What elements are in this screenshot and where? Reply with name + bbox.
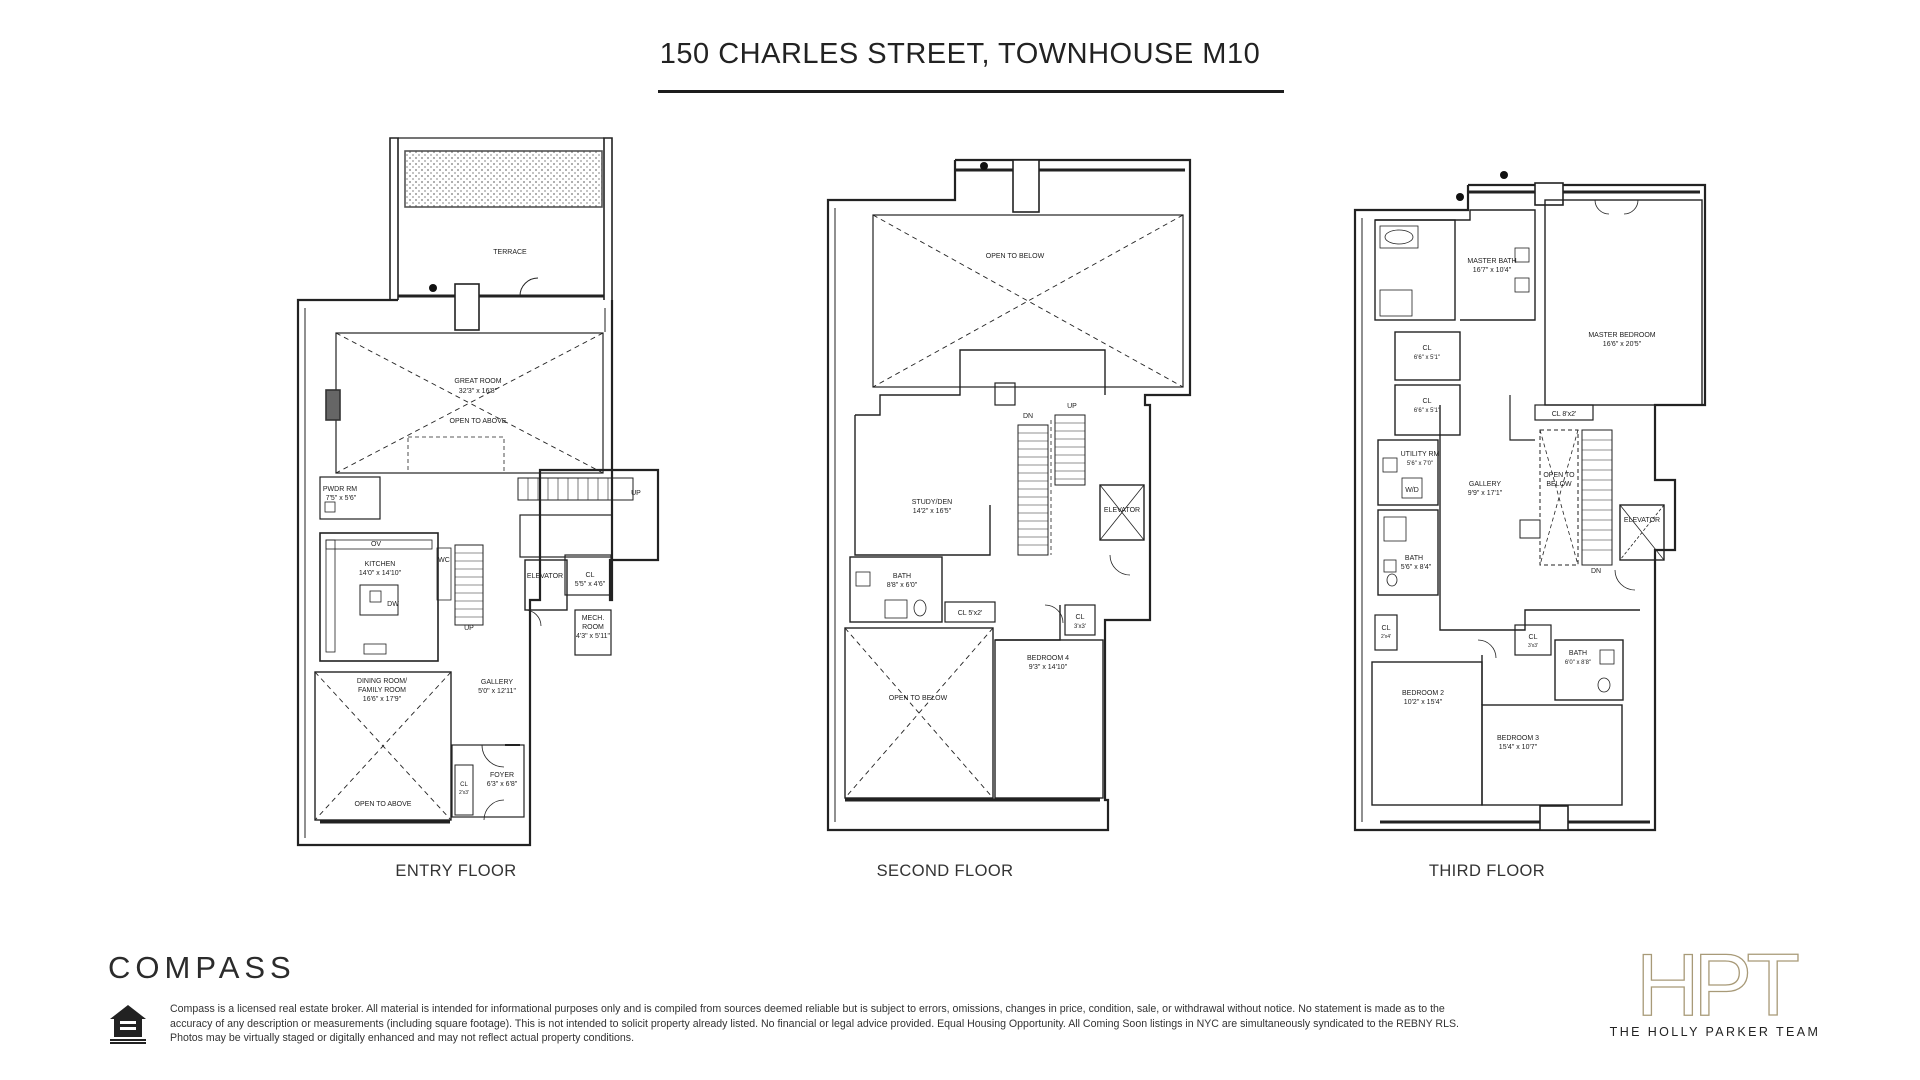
page-title: 150 CHARLES STREET, TOWNHOUSE M10 [659, 38, 1261, 70]
third-cl-a-dim: 6'6" x 5'1" [1414, 355, 1440, 361]
third-bath-dim: 5'6" x 8'4" [1401, 564, 1432, 571]
second-cl-label: CL 5'x2' [958, 610, 983, 617]
third-bedroom3-dim: 15'4" x 10'7" [1499, 744, 1538, 751]
second-bath-dim: 8'8" x 6'0" [887, 582, 918, 589]
third-cl-d-dim: 2'x4' [1381, 634, 1391, 640]
entry-floor-plan [296, 137, 660, 847]
third-utility-label: UTILITY RM [1401, 451, 1440, 458]
hpt-logo: HPT [1635, 935, 1800, 1025]
entry-floor-label: ENTRY FLOOR [395, 862, 517, 880]
entry-gallery-dim: 5'0" x 12'11" [478, 688, 516, 695]
entry-cl2-label: CL [460, 782, 468, 788]
third-wd-label: W/D [1405, 487, 1419, 494]
entry-great-room-label: GREAT ROOM [454, 378, 501, 385]
second-floor-plan [826, 158, 1192, 832]
third-bath2-dim: 6'0" x 8'8" [1565, 660, 1591, 666]
entry-up2-label: UP [631, 490, 641, 497]
entry-pwdr-label: PWDR RM [323, 486, 357, 493]
third-master-bath-label: MASTER BATH [1467, 258, 1516, 265]
entry-cl2-dim: 2'x3' [459, 790, 469, 796]
second-bedroom4-label: BEDROOM 4 [1027, 655, 1069, 662]
second-open-to-below2-label: OPEN TO BELOW [889, 695, 948, 702]
entry-mech-dim: 4'3" x 5'11" [576, 633, 610, 640]
second-elevator-label: ELEVATOR [1104, 507, 1140, 514]
second-study-dim: 14'2" x 16'5" [913, 508, 952, 515]
third-master-bedroom-label: MASTER BEDROOM [1588, 332, 1655, 339]
entry-great-room-dim: 32'3" x 16'8" [459, 388, 498, 395]
third-bedroom2-label: BEDROOM 2 [1402, 690, 1444, 697]
entry-mech-label: MECH. [582, 615, 605, 622]
svg-text:HPT: HPT [1636, 935, 1798, 1025]
second-floor-label: SECOND FLOOR [876, 862, 1014, 880]
second-bath-label: BATH [893, 573, 911, 580]
entry-dw-label: DW [387, 601, 399, 608]
compass-logo: COMPASS [108, 950, 296, 985]
third-master-bath-dim: 16'7" x 10'4" [1473, 267, 1512, 274]
entry-family-label: FAMILY ROOM [358, 687, 406, 694]
second-up-label: UP [1067, 403, 1077, 410]
third-cl-a-label: CL [1423, 345, 1432, 352]
entry-kitchen-label: KITCHEN [365, 561, 396, 568]
third-below-label: BELOW [1546, 481, 1572, 488]
third-bath-label: BATH [1405, 555, 1423, 562]
third-gallery-label: GALLERY [1469, 481, 1501, 488]
second-study-label: STUDY/DEN [912, 499, 952, 506]
entry-dining-dim: 16'6" x 17'9" [363, 696, 402, 703]
second-bedroom4-dim: 9'3" x 14'10" [1029, 664, 1068, 671]
third-dn-label: DN [1591, 568, 1601, 575]
second-cl2-dim: 3'x3' [1074, 624, 1086, 630]
entry-mech-label-2: ROOM [582, 624, 604, 631]
entry-open-to-above2-label: OPEN TO ABOVE [355, 801, 412, 808]
hpt-team-name: THE HOLLY PARKER TEAM [1609, 1025, 1821, 1039]
third-light-fixture-2 [1500, 171, 1508, 179]
third-cl-e-label: CL [1529, 634, 1538, 641]
entry-elevator-label: ELEVATOR [527, 573, 563, 580]
second-light-fixture [980, 162, 988, 170]
third-master-bedroom-dim: 16'6" x 20'5" [1603, 341, 1642, 348]
third-open-to-label: OPEN TO [1543, 472, 1575, 479]
entry-gallery-label: GALLERY [481, 679, 513, 686]
entry-kitchen-dim: 14'0" x 14'10" [359, 570, 402, 577]
third-bedroom3-label: BEDROOM 3 [1497, 735, 1539, 742]
third-cl-c-label: CL 8'x2' [1552, 411, 1577, 418]
third-bath2-label: BATH [1569, 650, 1587, 657]
legal-disclaimer: Compass is a licensed real estate broker… [170, 1003, 1459, 1044]
entry-terrace-label: TERRACE [493, 249, 527, 256]
entry-dining-label: DINING ROOM/ [357, 678, 407, 685]
third-bedroom2-dim: 10'2" x 15'4" [1404, 699, 1443, 706]
title-underline [658, 90, 1284, 93]
third-floor-label: THIRD FLOOR [1428, 862, 1546, 880]
third-cl-e-dim: 3'x3' [1528, 643, 1538, 649]
third-cl-d-label: CL [1382, 625, 1391, 632]
entry-up-label: UP [464, 625, 474, 632]
entry-open-to-above-label: OPEN TO ABOVE [450, 418, 507, 425]
third-light-fixture-1 [1456, 193, 1464, 201]
entry-foyer-dim: 6'3" x 6'8" [487, 781, 518, 788]
entry-cl-label: CL [586, 572, 595, 579]
second-dn-label: DN [1023, 413, 1033, 420]
third-elevator-label: ELEVATOR [1624, 517, 1660, 524]
entry-pwdr-dim: 7'5" x 5'6" [326, 495, 357, 502]
equal-housing-opportunity-icon [110, 1005, 146, 1044]
entry-cl-dim: 5'5" x 4'6" [575, 581, 606, 588]
third-floor-plan [1353, 182, 1707, 832]
second-open-to-below-label: OPEN TO BELOW [986, 253, 1045, 260]
entry-light-fixture [429, 284, 437, 292]
third-cl-b-label: CL [1423, 398, 1432, 405]
third-utility-dim: 5'6" x 7'0" [1407, 461, 1433, 467]
entry-ov-label: OV [371, 541, 381, 548]
entry-wc-label: WC [438, 557, 450, 564]
entry-foyer-label: FOYER [490, 772, 514, 779]
second-cl2-label: CL [1076, 614, 1085, 621]
third-gallery-dim: 9'9" x 17'1" [1468, 490, 1503, 497]
third-cl-b-dim: 6'6" x 5'1" [1414, 408, 1440, 414]
